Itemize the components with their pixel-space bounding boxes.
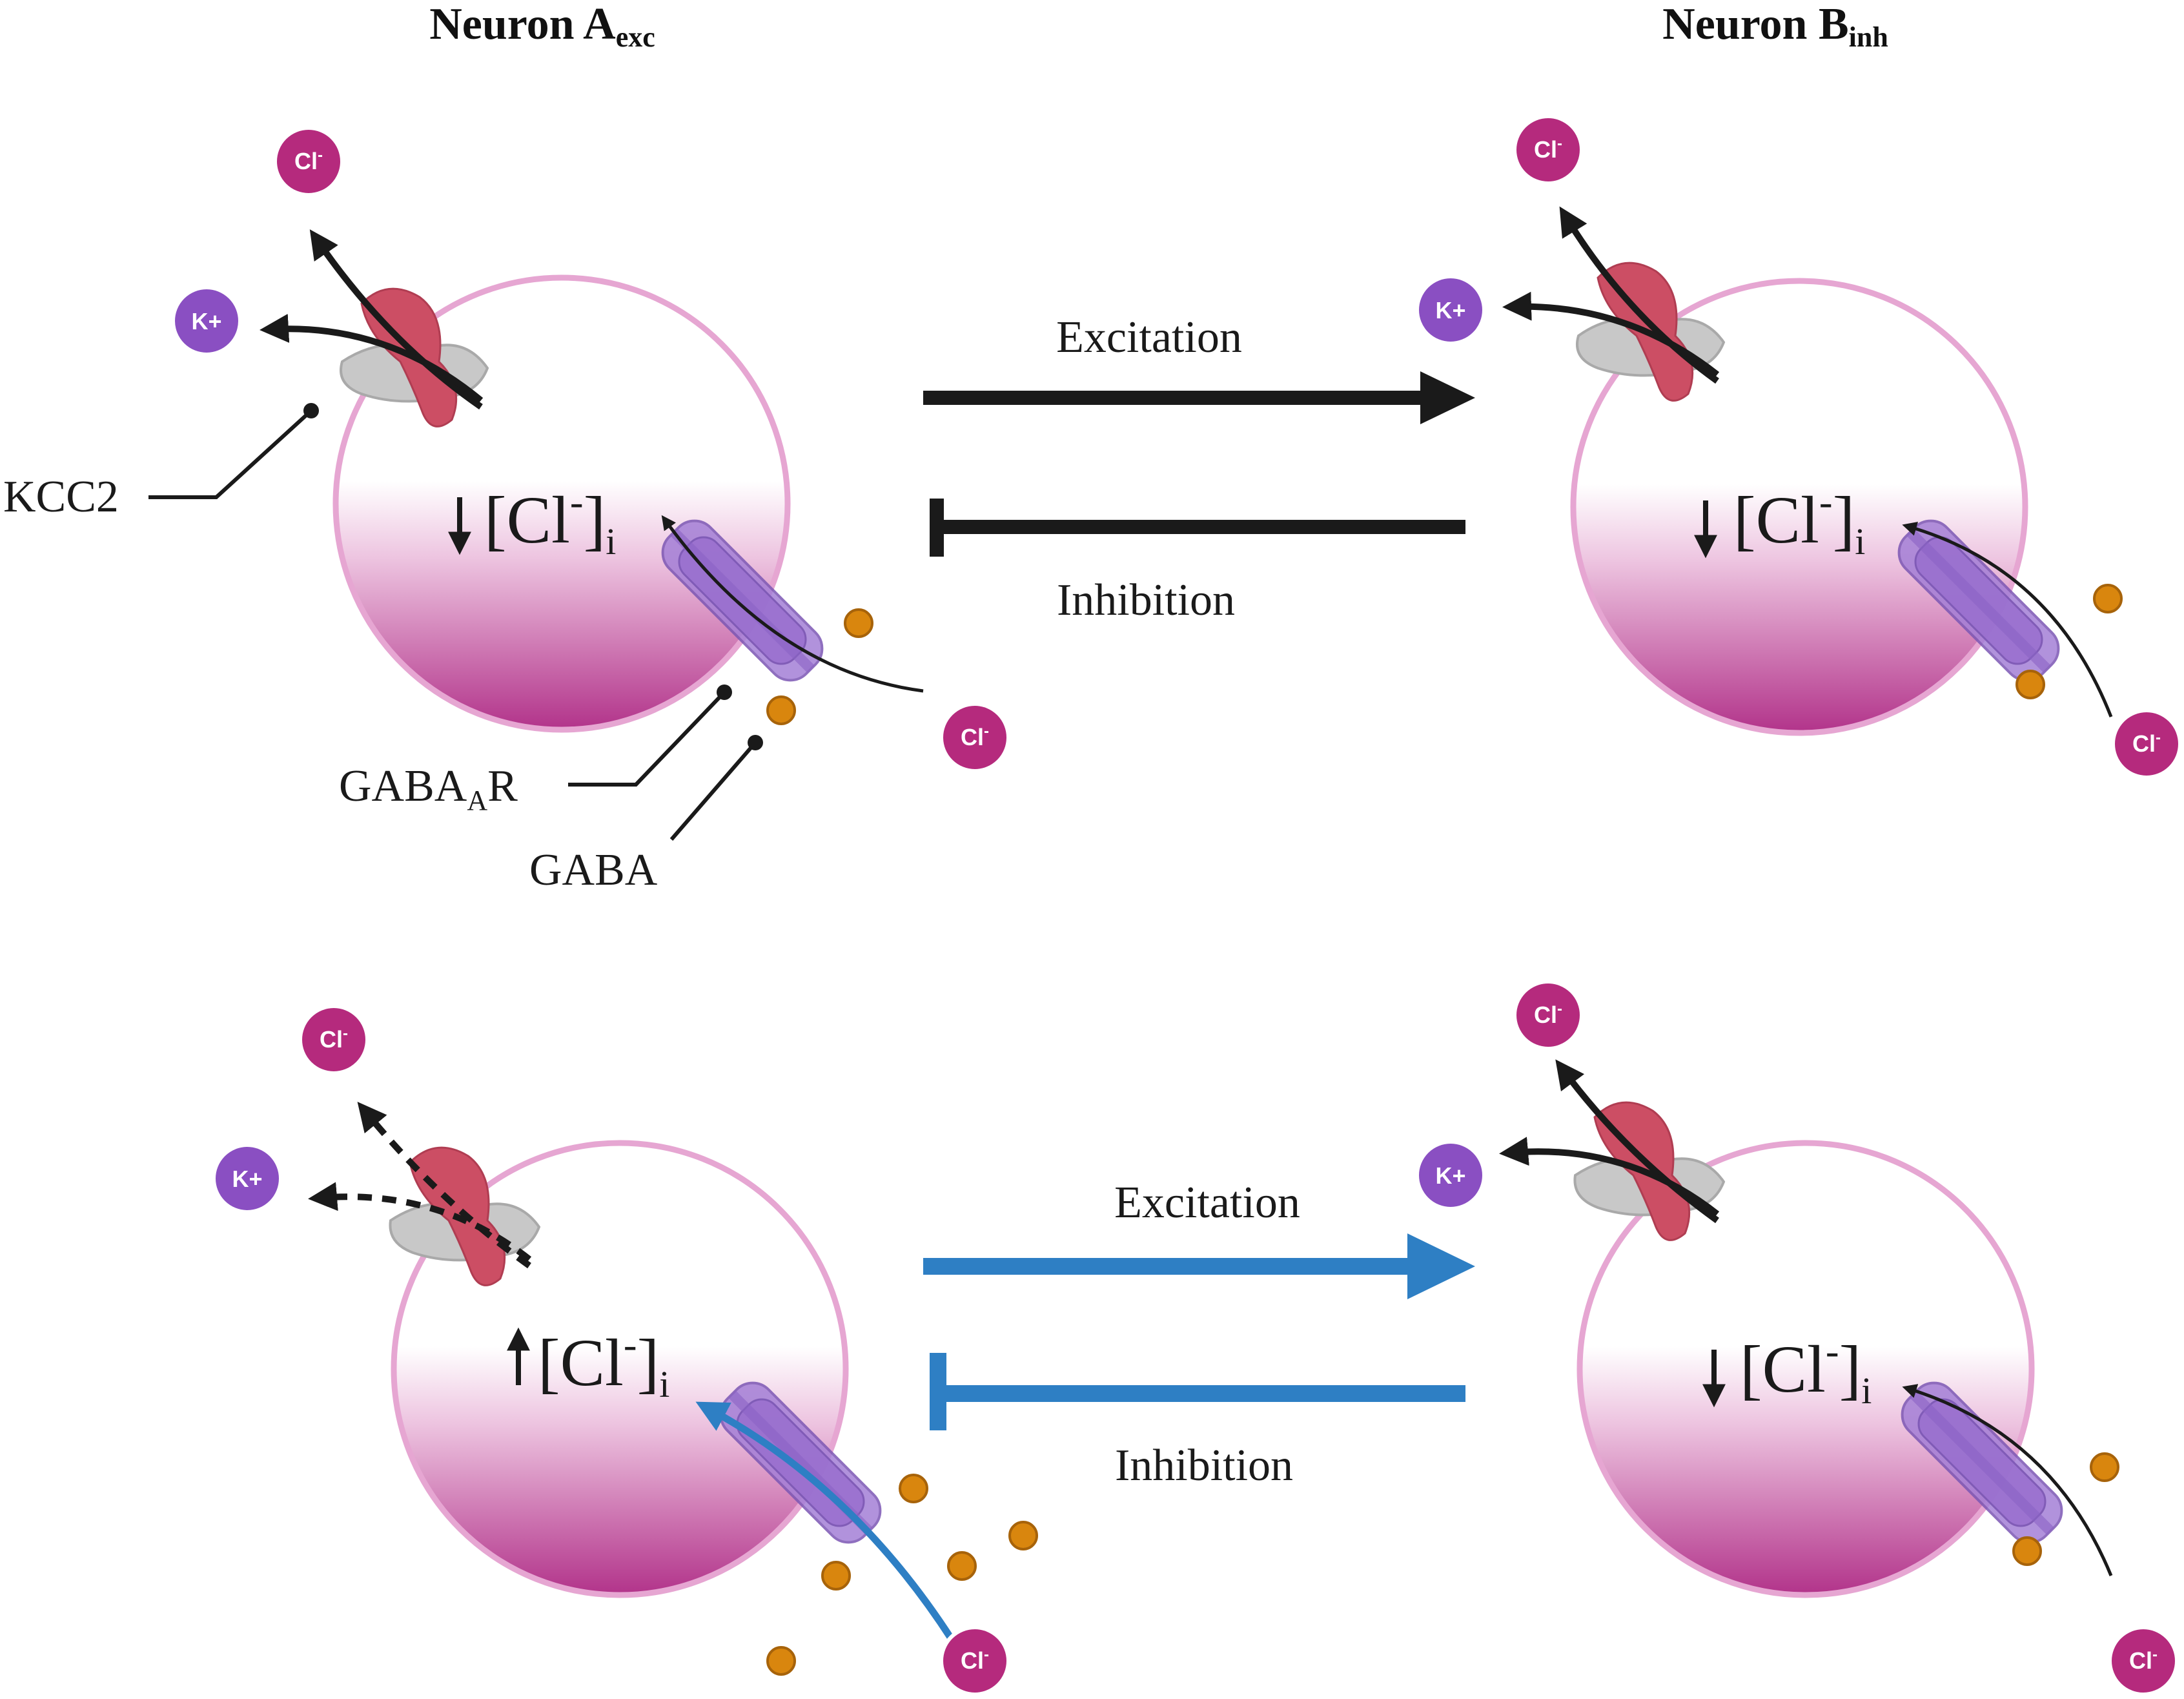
inhibition-label-top: Inhibition	[1057, 575, 1235, 625]
chloride-ion-a-bottom-out: Cl-	[298, 1004, 369, 1075]
kcc2-label: KCC2	[3, 472, 119, 522]
gabaar-chloride-influx-arrow-b-bottom	[1902, 1384, 2113, 1576]
excitation-arrow-top	[923, 371, 1475, 424]
excitation-label-top: Excitation	[1056, 313, 1242, 362]
excitation-label-bottom: Excitation	[1114, 1178, 1300, 1228]
neuron-b-cell-bottom	[1577, 1140, 2035, 1598]
gaba-label: GABA	[529, 845, 658, 895]
gabaar-chloride-influx-arrow-b-top	[1902, 521, 2113, 717]
gabaar-callout: GABAAR	[339, 685, 732, 816]
chloride-ion-b-bottom-out: Cl-	[1513, 980, 1584, 1051]
chloride-ion-b-top-out: Cl-	[1513, 114, 1584, 185]
potassium-ion-b-top: K+	[1415, 274, 1486, 345]
svg-text:[Cl-]i: [Cl-]i	[484, 480, 616, 562]
potassium-ion-a-bottom: K+	[212, 1143, 283, 1214]
gaba-molecule	[1008, 1521, 1038, 1550]
gaba-molecule	[821, 1561, 851, 1591]
svg-text:K+: K+	[1435, 1162, 1465, 1189]
gabaa-receptor-b-top	[1897, 519, 2060, 682]
gabaa-receptor-b-bottom	[1901, 1381, 2063, 1544]
gabaar-chloride-influx-arrow-a-top	[661, 515, 924, 693]
gaba-molecule	[2090, 1452, 2119, 1482]
svg-text:K+: K+	[1435, 297, 1465, 324]
kcc2-chloride-efflux-arrow-b-bottom	[1555, 1059, 1719, 1224]
gaba-molecule	[2016, 670, 2045, 699]
svg-text:[Cl-]i: [Cl-]i	[1740, 1330, 1872, 1412]
gaba-molecule	[2012, 1536, 2042, 1566]
inhibition-arrow-bottom	[930, 1353, 1465, 1430]
inhibition-label-bottom: Inhibition	[1115, 1441, 1293, 1490]
gaba-molecule	[766, 1646, 796, 1676]
svg-text:K+: K+	[232, 1166, 262, 1192]
excitation-arrow-bottom	[923, 1233, 1475, 1299]
gaba-molecule	[2093, 584, 2123, 613]
kcc2-potassium-efflux-arrow-b-bottom	[1499, 1137, 1720, 1217]
potassium-ion-a-top: K+	[171, 285, 242, 356]
svg-text:Cl-: Cl-	[961, 723, 989, 750]
kcc2-chloride-efflux-arrow-a-top	[309, 229, 483, 410]
chloride-ion-a-top-out: Cl-	[273, 126, 344, 197]
svg-text:Cl-: Cl-	[961, 1646, 989, 1674]
intracellular-chloride-label-b-top: [Cl-]i	[1694, 480, 1865, 562]
intracellular-chloride-label-a-bottom: [Cl-]i	[507, 1323, 669, 1405]
neuron-a-cell-bottom	[391, 1140, 849, 1598]
kcc2-callout: KCC2	[3, 403, 319, 522]
gaba-molecules	[766, 584, 2123, 1676]
inhibition-arrow-top	[930, 499, 1465, 557]
chloride-ion-b-bottom-in: Cl-	[2108, 1625, 2179, 1696]
neuron-b-subscript: inh	[1849, 21, 1888, 53]
potassium-ion-b-bottom: K+	[1415, 1140, 1486, 1211]
gaba-molecule	[844, 608, 873, 638]
kcc2-potassium-efflux-arrow-b-top	[1502, 291, 1720, 377]
kcc2-potassium-efflux-arrow-a-bottom	[308, 1182, 532, 1262]
gaba-callout: GABA	[529, 735, 763, 895]
svg-text:[Cl-]i: [Cl-]i	[1733, 480, 1865, 562]
kcc2-chloride-efflux-arrow-a-bottom	[357, 1102, 531, 1269]
gaba-molecule	[766, 695, 796, 725]
svg-text:[Cl-]i: [Cl-]i	[538, 1323, 669, 1405]
svg-text:Cl-: Cl-	[320, 1025, 348, 1053]
intracellular-chloride-label-a-top: [Cl-]i	[448, 480, 616, 562]
svg-text:K+: K+	[191, 308, 221, 335]
gaba-molecule	[947, 1551, 977, 1581]
svg-text:Cl-: Cl-	[2132, 729, 2161, 757]
chloride-ion-a-top-in: Cl-	[939, 702, 1010, 773]
svg-text:Cl-: Cl-	[294, 147, 323, 174]
gabaar-chloride-influx-arrow-a-bottom	[695, 1401, 955, 1642]
chloride-ion-b-top-in: Cl-	[2111, 708, 2182, 779]
svg-text:Cl-: Cl-	[2129, 1646, 2158, 1674]
neuron-b-header: Neuron Binh	[1662, 0, 1888, 53]
kcc2-chloride-efflux-arrow-b-top	[1559, 206, 1719, 384]
kcc2-potassium-efflux-arrow-a-top	[260, 314, 484, 403]
gaba-molecule	[899, 1474, 928, 1503]
intracellular-chloride-label-b-bottom: [Cl-]i	[1702, 1330, 1872, 1412]
svg-text:Cl-: Cl-	[1534, 1000, 1562, 1028]
neuron-a-header: Neuron Aexc	[429, 0, 655, 53]
gabaa-receptor-a-top	[661, 519, 824, 682]
chloride-ion-a-bottom-in: Cl-	[939, 1625, 1010, 1696]
svg-text:Cl-: Cl-	[1534, 135, 1562, 163]
gabaar-label: GABAAR	[339, 761, 518, 816]
neuron-a-subscript: exc	[616, 21, 655, 53]
